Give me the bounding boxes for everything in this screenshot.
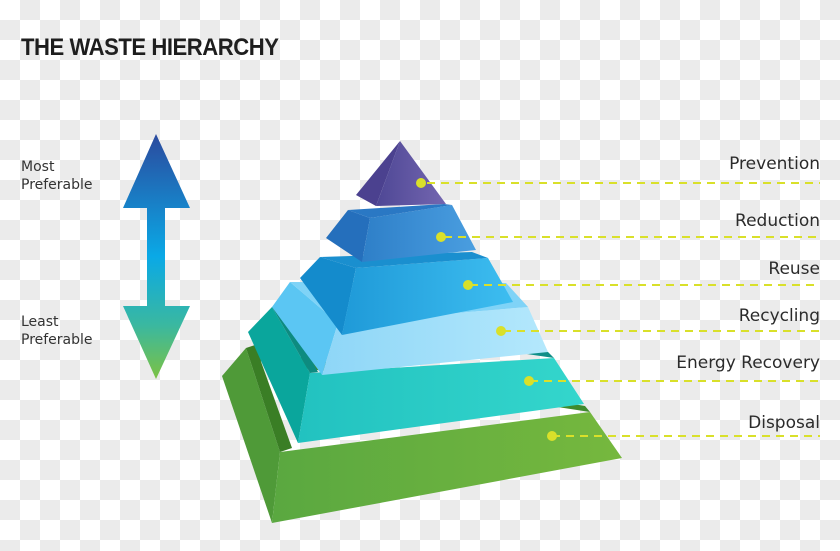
least-label-line1: Least xyxy=(21,314,59,330)
tier-prevention xyxy=(356,141,446,206)
label-energy-recovery: Energy Recovery xyxy=(676,353,820,373)
most-label-line1: Most xyxy=(21,159,55,175)
label-reuse: Reuse xyxy=(768,259,820,279)
most-preferable-label: Most Preferable xyxy=(21,158,93,194)
least-preferable-label: Least Preferable xyxy=(21,313,93,349)
label-prevention: Prevention xyxy=(729,154,820,174)
label-disposal: Disposal xyxy=(748,413,820,433)
label-reduction: Reduction xyxy=(735,211,820,231)
page-title: THE WASTE HIERARCHY xyxy=(21,34,279,61)
leader-dots xyxy=(416,178,557,441)
label-recycling: Recycling xyxy=(738,306,820,326)
tier-reduction xyxy=(326,204,476,262)
most-label-line2: Preferable xyxy=(21,177,93,193)
least-label-line2: Preferable xyxy=(21,332,93,348)
leader-lines xyxy=(427,182,820,437)
